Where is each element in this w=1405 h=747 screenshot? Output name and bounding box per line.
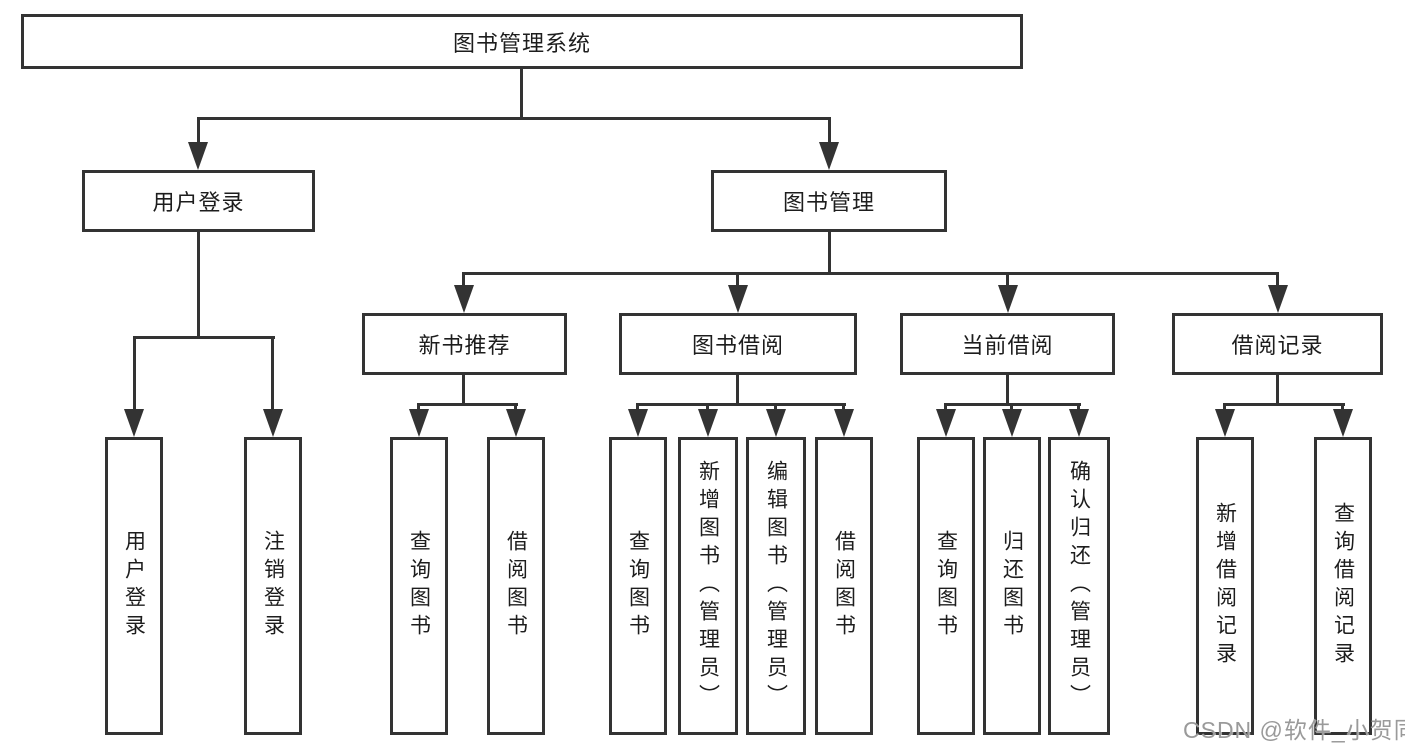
arrow-down-icon bbox=[124, 409, 144, 437]
node-root: 图书管理系统 bbox=[21, 14, 1023, 69]
connector-drop-leaf bbox=[842, 403, 845, 413]
connector-drop-leaf bbox=[1341, 403, 1344, 413]
node-new-book-recommend: 新书推荐 bbox=[362, 313, 567, 375]
arrow-down-icon bbox=[506, 409, 526, 437]
arrow-down-icon bbox=[766, 409, 786, 437]
connector-root-stem bbox=[520, 69, 523, 119]
arrow-down-icon bbox=[409, 409, 429, 437]
leaf-rec-borrow-book: 借阅图书 bbox=[487, 437, 545, 735]
arrow-down-icon bbox=[1069, 409, 1089, 437]
leaf-user-login-label: 用户登录 bbox=[122, 530, 146, 642]
connector-drop-leaf bbox=[514, 403, 517, 413]
leaf-bb-edit-book: 编辑图书（管理员） bbox=[746, 437, 806, 735]
node-user-login: 用户登录 bbox=[82, 170, 315, 232]
connector-drop-current-borrow bbox=[1006, 272, 1009, 288]
leaf-br-add-record-label: 新增借阅记录 bbox=[1213, 502, 1237, 670]
arrow-down-icon bbox=[1215, 409, 1235, 437]
leaf-bb-borrow-book: 借阅图书 bbox=[815, 437, 873, 735]
leaf-cb-query-book-label: 查询图书 bbox=[934, 530, 958, 642]
arrow-down-icon bbox=[1002, 409, 1022, 437]
node-book-management: 图书管理 bbox=[711, 170, 947, 232]
connector-drop-leaf bbox=[1077, 403, 1080, 413]
connector-drop-borrow-record bbox=[1276, 272, 1279, 288]
node-book-borrow: 图书借阅 bbox=[619, 313, 857, 375]
leaf-cb-return-book-label: 归还图书 bbox=[1000, 530, 1024, 642]
node-borrow-record: 借阅记录 bbox=[1172, 313, 1383, 375]
arrow-down-icon bbox=[454, 285, 474, 313]
node-new-book-recommend-label: 新书推荐 bbox=[418, 333, 511, 358]
node-book-borrow-label: 图书借阅 bbox=[691, 333, 784, 358]
leaf-cb-confirm-return-label: 确认归还（管理员） bbox=[1067, 460, 1091, 712]
leaf-bb-query-book-label: 查询图书 bbox=[626, 530, 650, 642]
connector-user-login-stem bbox=[197, 232, 200, 338]
node-current-borrow: 当前借阅 bbox=[900, 313, 1115, 375]
connector-drop-leaf bbox=[706, 403, 709, 413]
connector-current-borrow-stem bbox=[1006, 375, 1009, 405]
leaf-user-login: 用户登录 bbox=[105, 437, 163, 735]
arrow-down-icon bbox=[1268, 285, 1288, 313]
connector-drop-leaf bbox=[417, 403, 420, 413]
arrow-down-icon bbox=[936, 409, 956, 437]
connector-drop-leaf bbox=[636, 403, 639, 413]
leaf-bb-borrow-book-label: 借阅图书 bbox=[832, 530, 856, 642]
node-root-label: 图书管理系统 bbox=[452, 30, 591, 56]
leaf-cb-confirm-return: 确认归还（管理员） bbox=[1048, 437, 1110, 735]
connector-drop-user-login bbox=[197, 117, 200, 145]
csdn-watermark: CSDN @软件_小贺同学 bbox=[1183, 717, 1405, 743]
connector-drop-leaf bbox=[774, 403, 777, 413]
leaf-rec-borrow-book-label: 借阅图书 bbox=[504, 530, 528, 642]
connector-drop-leaf bbox=[944, 403, 947, 413]
connector-user-login-bar bbox=[133, 336, 275, 339]
arrow-down-icon bbox=[263, 409, 283, 437]
arrow-down-icon bbox=[1333, 409, 1353, 437]
arrow-down-icon bbox=[834, 409, 854, 437]
leaf-cb-return-book: 归还图书 bbox=[983, 437, 1041, 735]
leaf-cb-query-book: 查询图书 bbox=[917, 437, 975, 735]
leaf-bb-add-book-label: 新增图书（管理员） bbox=[696, 460, 720, 712]
arrow-down-icon bbox=[628, 409, 648, 437]
leaf-br-query-record: 查询借阅记录 bbox=[1314, 437, 1372, 735]
connector-drop-book-borrow bbox=[736, 272, 739, 288]
node-book-management-label: 图书管理 bbox=[782, 190, 875, 215]
connector-new-book-rec-bar bbox=[417, 403, 518, 406]
node-borrow-record-label: 借阅记录 bbox=[1231, 333, 1324, 358]
connector-level3-bar bbox=[462, 272, 1279, 275]
connector-book-mgmt-stem bbox=[828, 232, 831, 274]
connector-drop-leaf bbox=[1223, 403, 1226, 413]
arrow-down-icon bbox=[728, 285, 748, 313]
connector-drop-leaf-login bbox=[133, 336, 136, 412]
arrow-down-icon bbox=[698, 409, 718, 437]
connector-book-borrow-bar bbox=[636, 403, 846, 406]
leaf-bb-edit-book-label: 编辑图书（管理员） bbox=[764, 460, 788, 712]
connector-borrow-record-stem bbox=[1276, 375, 1279, 405]
connector-level2-bar bbox=[197, 117, 831, 120]
leaf-bb-add-book: 新增图书（管理员） bbox=[678, 437, 738, 735]
connector-drop-new-book-rec bbox=[462, 272, 465, 288]
arrow-down-icon bbox=[819, 142, 839, 170]
connector-borrow-record-bar bbox=[1223, 403, 1345, 406]
leaf-logout-label: 注销登录 bbox=[261, 530, 285, 642]
node-user-login-label: 用户登录 bbox=[152, 190, 245, 215]
leaf-rec-query-book-label: 查询图书 bbox=[407, 530, 431, 642]
arrow-down-icon bbox=[998, 285, 1018, 313]
connector-drop-leaf bbox=[1010, 403, 1013, 413]
leaf-rec-query-book: 查询图书 bbox=[390, 437, 448, 735]
connector-drop-book-mgmt bbox=[828, 117, 831, 145]
node-current-borrow-label: 当前借阅 bbox=[961, 333, 1054, 358]
leaf-br-add-record: 新增借阅记录 bbox=[1196, 437, 1254, 735]
leaf-br-query-record-label: 查询借阅记录 bbox=[1331, 502, 1355, 670]
connector-drop-leaf-logout bbox=[271, 336, 274, 412]
connector-book-borrow-stem bbox=[736, 375, 739, 405]
arrow-down-icon bbox=[188, 142, 208, 170]
leaf-logout: 注销登录 bbox=[244, 437, 302, 735]
connector-new-book-rec-stem bbox=[462, 375, 465, 405]
leaf-bb-query-book: 查询图书 bbox=[609, 437, 667, 735]
